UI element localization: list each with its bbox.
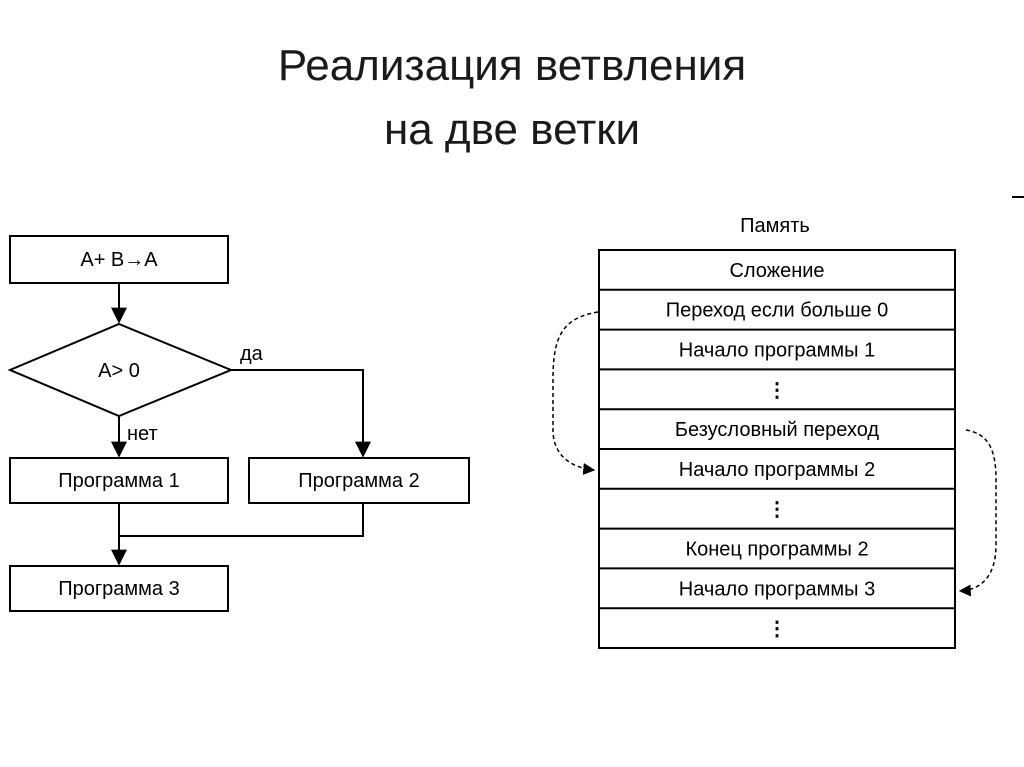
arrow-yes-branch: [231, 369, 371, 458]
decision-block: A> 0: [7, 322, 234, 418]
memory-row-label: Переход если больше 0: [666, 300, 889, 322]
jump-arrow-conditional: [552, 311, 599, 475]
memory-row-label: ⋮: [767, 379, 787, 401]
memory-row-label: Начало программы 1: [679, 340, 875, 362]
memory-row-label: Конец программы 2: [685, 539, 868, 561]
yes-label: да: [240, 343, 264, 365]
decision-label: A> 0: [98, 360, 140, 382]
memory-row-label: Безусловный переход: [675, 419, 880, 441]
memory-header: Память: [740, 215, 810, 237]
process-assign-block: A+ B→A: [9, 235, 229, 284]
slide-title-line-2: на две ветки: [383, 105, 641, 154]
program3-label: Программа 3: [58, 578, 179, 600]
no-label: нет: [127, 423, 158, 445]
memory-row-label: Сложение: [729, 260, 824, 282]
memory-row-label: Начало программы 2: [679, 459, 875, 481]
jump-arrow-unconditional: [958, 429, 997, 597]
flowchart: A+ B→A A> 0 да нет Программа 1: [7, 235, 470, 612]
program3-block: Программа 3: [9, 565, 229, 612]
slide-title-line-1: Реализация ветвления: [277, 41, 747, 90]
memory-row-label: Начало программы 3: [679, 578, 875, 600]
line-program2-merge: [119, 503, 364, 537]
program2-block: Программа 2: [248, 457, 470, 504]
program2-label: Программа 2: [298, 470, 419, 492]
program1-block: Программа 1: [9, 457, 229, 504]
memory-row-label: ⋮: [767, 499, 787, 521]
program1-label: Программа 1: [58, 470, 179, 492]
process-assign-label: A+ B→A: [80, 249, 158, 271]
memory-row-label: ⋮: [767, 618, 787, 640]
